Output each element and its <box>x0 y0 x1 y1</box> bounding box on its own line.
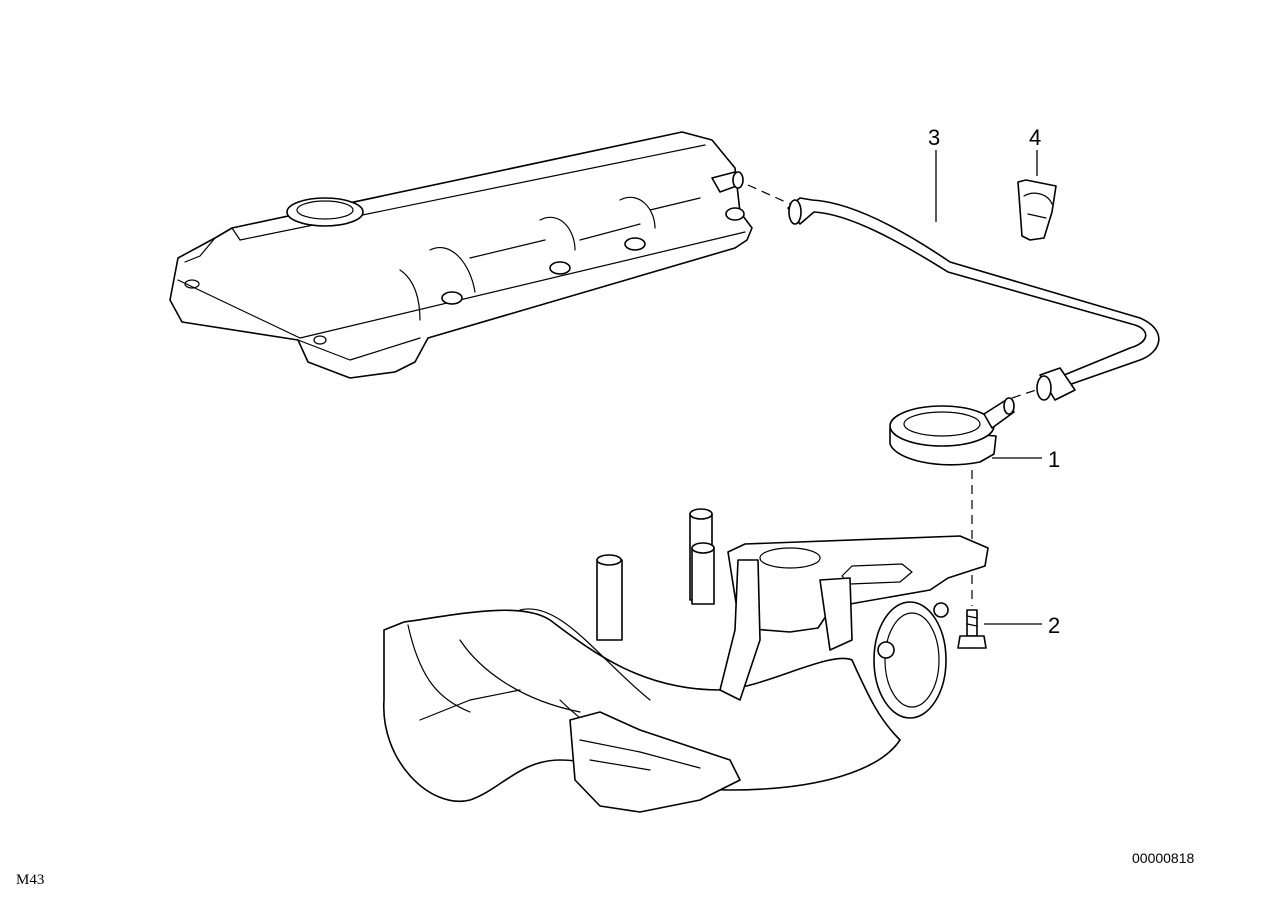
breather-hose <box>787 197 1160 401</box>
bolt <box>957 609 987 649</box>
hose-clip <box>1017 179 1057 241</box>
diagram-number: 00000818 <box>1132 850 1195 866</box>
callout-2: 2 <box>1048 613 1060 638</box>
valve-cover <box>169 131 753 379</box>
oil-separator <box>889 397 1015 466</box>
model-code: M43 <box>16 872 45 888</box>
dashed-connector-cover-hose <box>747 184 791 205</box>
callout-3: 3 <box>928 125 940 150</box>
callout-4: 4 <box>1029 125 1041 150</box>
intake-manifold <box>383 508 989 813</box>
dashed-connector-hose-separator <box>1011 389 1037 399</box>
callout-1: 1 <box>1048 447 1060 472</box>
